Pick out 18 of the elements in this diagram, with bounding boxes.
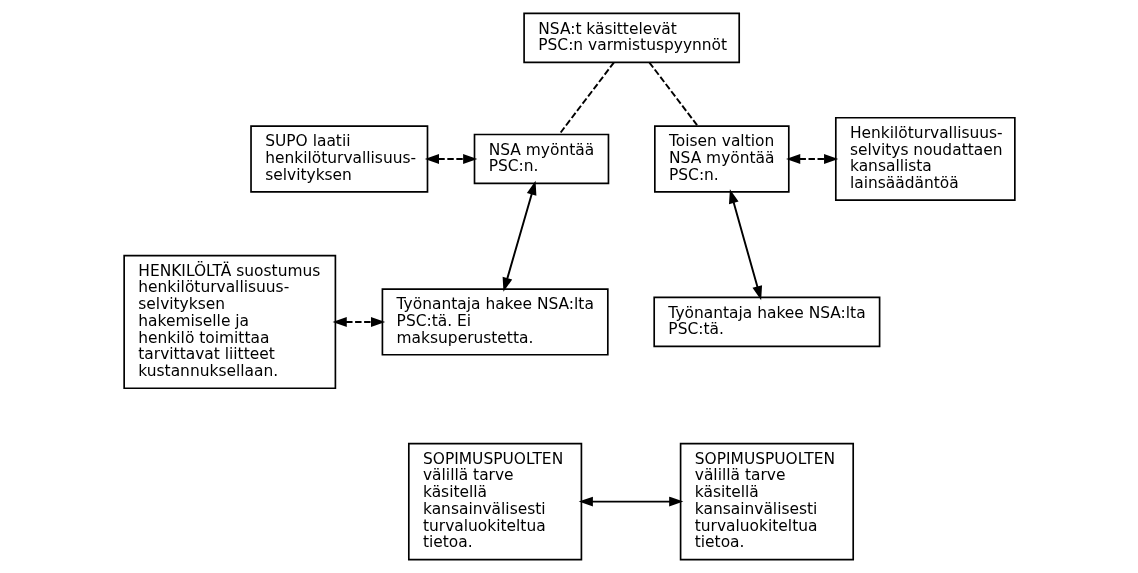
arrow: [502, 180, 536, 292]
node-box: SOPIMUSPUOLTEN välillä tarve käsitellä kansainvälisesti turvaluokiteltua tietoa.: [679, 442, 854, 561]
node-box: Työnantaja hakee NSA:lta PSC:tä. Ei maksuperustetta.: [381, 288, 609, 356]
node-box: NSA:t käsittelevät PSC:n varmistuspyynnöt: [522, 12, 740, 64]
node-box: SOPIMUSPUOLTEN välillä tarve käsitellä kansainvälisesti turvaluokiteltua tietoa.: [407, 442, 582, 561]
node-box: NSA myöntää PSC:n.: [473, 133, 609, 185]
node-box: Toisen valtion NSA myöntää PSC:n.: [653, 125, 790, 193]
arrow: [332, 316, 385, 327]
node-box: SUPO laatii henkilöturvallisuus-selvityksen: [249, 125, 428, 193]
arrow: [578, 496, 683, 507]
node-box: Henkilöturvallisuus-selvitys noudattaen kansallista lainsäädäntöä: [834, 116, 1016, 202]
arrow: [728, 189, 762, 301]
connector: [557, 61, 615, 136]
arrow: [785, 154, 838, 164]
node-box: Työnantaja hakee NSA:lta PSC:tä.: [652, 296, 880, 348]
connector: [648, 61, 698, 127]
arrow: [424, 154, 477, 164]
node-box: HENKILÖLTÄ suostumus henkilöturvallisuus-selvityksen hakemiselle ja henkilö toimittaa tarvittavat liitteet kustannuksellaan.: [122, 254, 336, 390]
